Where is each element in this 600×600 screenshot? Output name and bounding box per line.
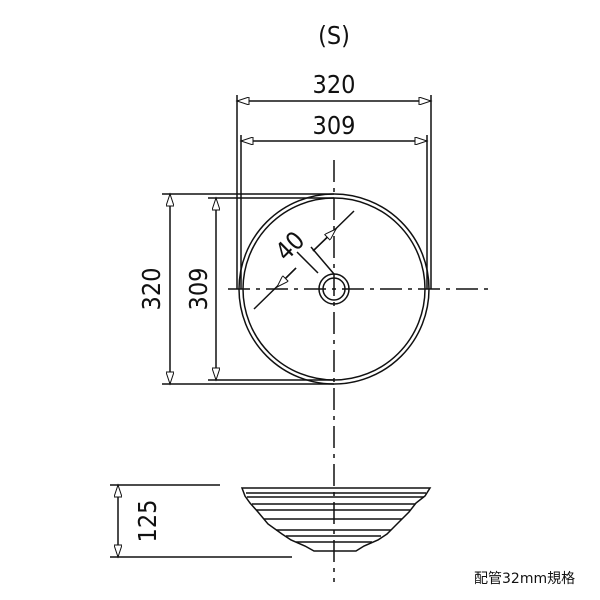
view-title: (S) xyxy=(318,21,350,50)
dim-line-40 xyxy=(277,267,297,287)
drain-inner xyxy=(322,277,346,301)
basin-side-profile xyxy=(240,487,432,552)
label-320-width: 320 xyxy=(313,70,356,99)
label-309-width: 309 xyxy=(313,111,356,140)
label-309-depth: 309 xyxy=(184,268,213,311)
label-320-depth: 320 xyxy=(137,268,166,311)
piping-note: 配管32mm規格 xyxy=(474,571,576,587)
label-125: 125 xyxy=(133,500,162,543)
